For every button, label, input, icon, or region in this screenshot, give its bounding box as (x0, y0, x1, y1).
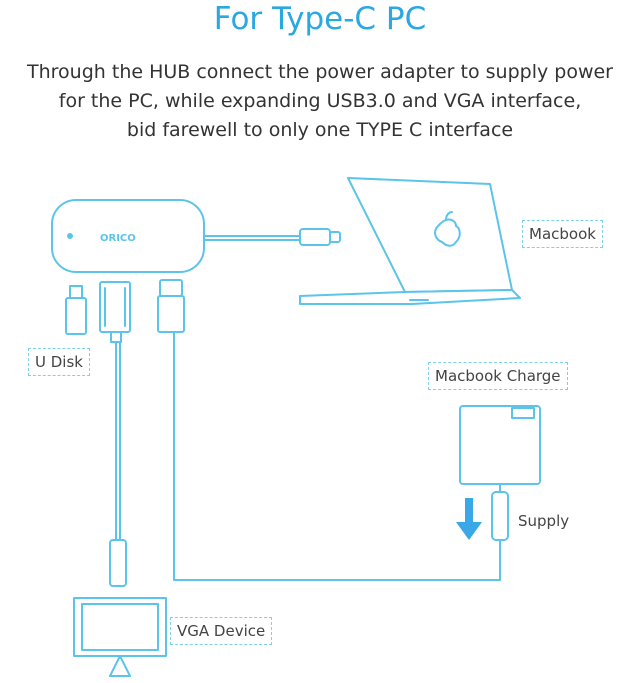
label-macbook-charge: Macbook Charge (428, 362, 568, 390)
macbook-illustration (299, 177, 521, 305)
usb-stick (65, 285, 87, 335)
description-line-2: for the PC, while expanding USB3.0 and V… (58, 90, 582, 112)
label-macbook: Macbook (522, 220, 603, 248)
description: Through the HUB connect the power adapte… (0, 58, 640, 145)
label-u-disk: U Disk (28, 348, 90, 376)
down-arrow-icon (456, 498, 482, 540)
cable-connector (157, 279, 501, 581)
description-line-1: Through the HUB connect the power adapte… (27, 61, 613, 83)
label-supply: Supply (518, 512, 570, 530)
hub-typec-cable (203, 228, 341, 246)
label-vga-device: VGA Device (170, 617, 273, 645)
hub-brand-text: ORICO (100, 233, 136, 244)
power-adapter (459, 405, 541, 541)
page-title: For Type-C PC (213, 1, 427, 37)
description-line-3: bid farewell to only one TYPE C interfac… (126, 119, 514, 141)
vga-connector (99, 281, 131, 587)
vga-monitor (73, 597, 167, 677)
